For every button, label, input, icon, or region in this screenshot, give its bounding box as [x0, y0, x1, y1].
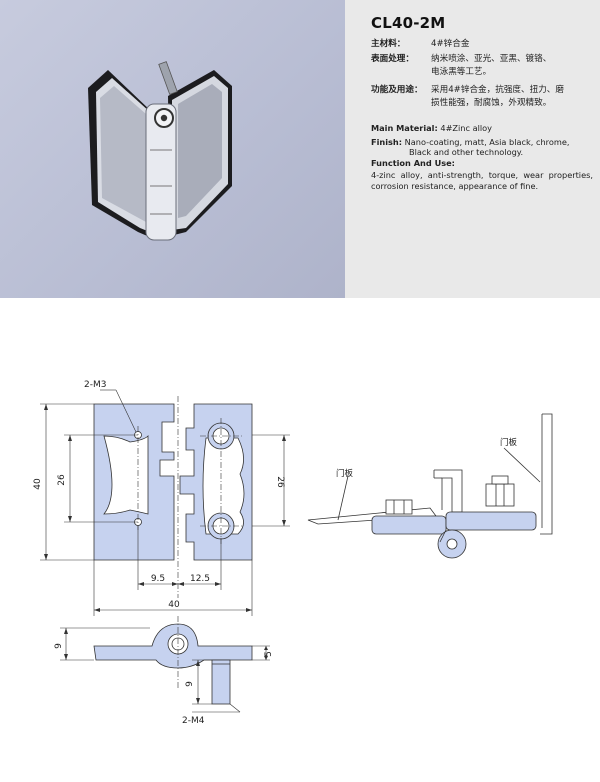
door-label-right: 门板 [500, 437, 518, 448]
cn-function-value-2: 损性能强，耐腐蚀，外观精致。 [431, 98, 552, 108]
dim-width-total: 40 [168, 600, 180, 610]
hole-label-2m3: 2-M3 [84, 380, 106, 390]
dim-offset-right: 12.5 [190, 574, 210, 584]
spec-panel [345, 0, 600, 298]
en-function-value: 4-zinc alloy, anti-strength, torque, wea… [371, 170, 593, 191]
front-view-spool-cutout [103, 435, 149, 515]
door-panel-right [540, 413, 553, 535]
cn-material-label: 主材料： [371, 39, 406, 49]
dim-offset-left: 9.5 [151, 574, 165, 584]
hinge-barrel [145, 103, 177, 241]
door-label-left: 门板 [336, 468, 354, 479]
install-hinge-left [371, 515, 447, 535]
dim-height-total: 40 [33, 478, 43, 490]
en-function-label: Function And Use: [371, 158, 455, 168]
install-hinge-right [445, 511, 537, 531]
side-dim-plate: 5 [264, 651, 274, 657]
cn-finish-label: 表面处理： [371, 54, 414, 64]
install-nut-right [485, 483, 515, 507]
en-function-row: Function And Use: [371, 158, 593, 169]
cn-function-value-1: 采用4#锌合金，抗强度、扭力、磨 [431, 85, 564, 95]
dim-height-inner-right: 26 [275, 476, 285, 488]
en-finish-row-2: Black and other technology. [409, 147, 593, 158]
product-model-title: CL40-2M [371, 14, 446, 32]
cn-function-row: 功能及用途： 采用4#锌合金，抗强度、扭力、磨 [371, 84, 564, 96]
dim-height-inner-left: 26 [57, 474, 67, 486]
cn-function-label: 功能及用途： [371, 85, 423, 95]
en-finish-value-2: Black and other technology. [409, 147, 524, 157]
side-dim-thickness: 9 [54, 643, 64, 649]
en-finish-row: Finish: Nano-coating, matt, Asia black, … [371, 137, 593, 148]
cn-finish-value-1: 纳米喷涂、亚光、亚黑、镀铬、 [431, 54, 552, 64]
en-material-label: Main Material: [371, 123, 438, 133]
install-nut-left [385, 499, 413, 515]
cn-material-row: 主材料： 4#锌合金 [371, 38, 469, 50]
stud-label-2m4: 2-M4 [182, 716, 205, 726]
side-dim-stud: 9 [185, 681, 195, 687]
en-material-row: Main Material: 4#Zinc alloy [371, 123, 593, 134]
front-view-recess [202, 437, 245, 535]
product-photo-panel [0, 0, 345, 298]
technical-drawing: 2-M3 40 26 26 9.5 12.5 40 门板 门板 [33, 380, 553, 726]
screw-stud [158, 61, 178, 95]
en-finish-value-1: Nano-coating, matt, Asia black, chrome, [404, 137, 570, 147]
en-finish-label: Finish: [371, 137, 403, 147]
cn-finish-row: 表面处理： 纳米喷涂、亚光、亚黑、镀铬、 [371, 53, 551, 65]
side-view-stud [211, 659, 231, 705]
hinge-photo [88, 61, 232, 241]
en-material-value: 4#Zinc alloy [440, 123, 493, 133]
cn-finish-value-2: 电泳黑等工艺。 [431, 67, 492, 77]
cn-material-value: 4#锌合金 [431, 39, 470, 49]
